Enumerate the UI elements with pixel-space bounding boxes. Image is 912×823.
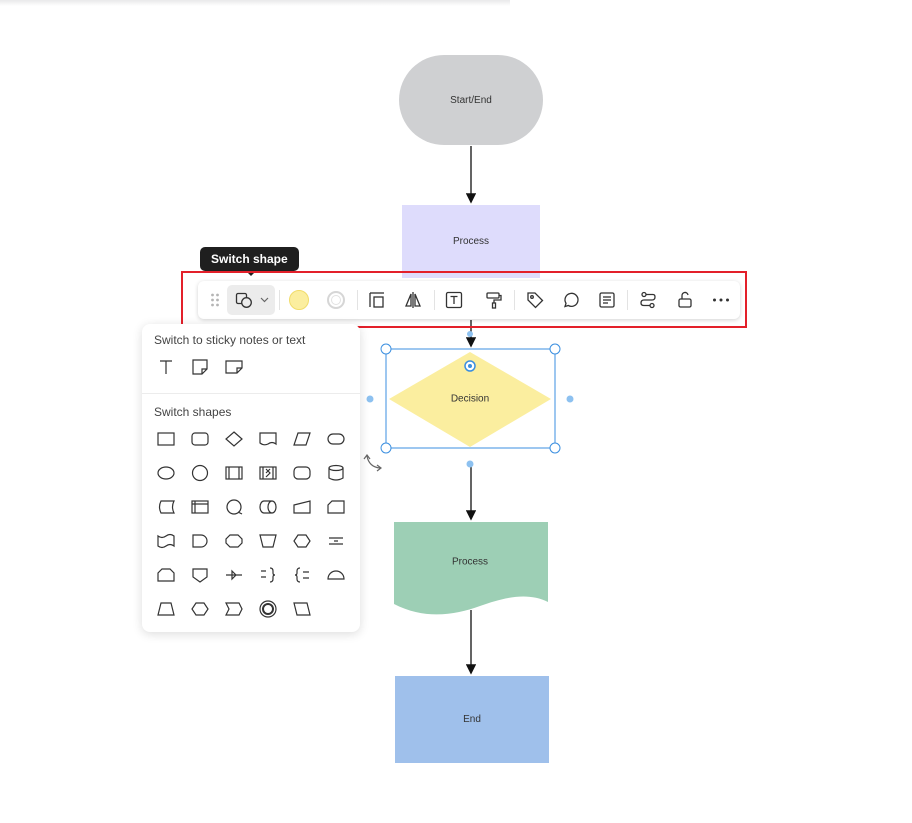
trapezoid-icon[interactable] <box>154 597 178 621</box>
terminator-icon[interactable] <box>324 427 348 451</box>
toolbar-separator <box>514 290 515 310</box>
switch-shape-tooltip: Switch shape <box>200 247 299 271</box>
rounded-rectangle-icon[interactable] <box>188 427 212 451</box>
more-icon[interactable] <box>707 286 735 314</box>
decision-label: Decision <box>450 393 490 405</box>
brace-right-icon[interactable] <box>256 563 280 587</box>
manual-operation-icon[interactable] <box>256 529 280 553</box>
rounded-square-icon[interactable] <box>290 461 314 485</box>
process-shape[interactable]: Process <box>402 205 540 278</box>
double-circle-icon[interactable] <box>256 597 280 621</box>
process2-shape <box>394 522 548 615</box>
rounded-rect-small-icon[interactable] <box>222 529 246 553</box>
chevron-down-icon <box>259 295 269 305</box>
format-painter-icon[interactable] <box>480 286 508 314</box>
brace-left-icon[interactable] <box>290 563 314 587</box>
sticky-section-title: Switch to sticky notes or text <box>154 333 306 347</box>
circle-icon[interactable] <box>188 461 212 485</box>
parallelogram-icon[interactable] <box>290 427 314 451</box>
top-bar-shadow <box>0 0 510 6</box>
tooltip-arrow <box>245 270 257 276</box>
slanted-rect-icon[interactable] <box>290 597 314 621</box>
manual-input-icon[interactable] <box>290 495 314 519</box>
toolbar-separator <box>357 290 358 310</box>
switch-shape-panel: Switch to sticky notes or text Switch sh… <box>142 324 360 632</box>
switch-shape-button[interactable] <box>227 285 275 315</box>
selection-box <box>385 348 556 449</box>
unlock-icon[interactable] <box>671 286 699 314</box>
comment-icon[interactable] <box>557 286 585 314</box>
ellipse-icon[interactable] <box>154 461 178 485</box>
end-shape[interactable]: End <box>395 676 549 763</box>
direct-data-icon[interactable] <box>256 495 280 519</box>
fill-color-swatch <box>289 290 309 310</box>
internal-storage-icon[interactable] <box>188 495 212 519</box>
drag-handle-icon[interactable] <box>201 286 229 314</box>
half-circle-icon[interactable] <box>324 563 348 587</box>
loop-limit-icon[interactable] <box>154 563 178 587</box>
chevron-shape-icon[interactable] <box>222 597 246 621</box>
connection-points <box>366 331 574 468</box>
text-icon[interactable] <box>440 286 468 314</box>
database-icon[interactable] <box>324 461 348 485</box>
magnifier-shape-icon[interactable] <box>222 495 246 519</box>
preparation-icon[interactable] <box>188 597 212 621</box>
hexagon-icon[interactable] <box>290 529 314 553</box>
parallel-mode-icon[interactable] <box>324 529 348 553</box>
tag-icon[interactable] <box>521 286 549 314</box>
selection-handles <box>380 343 561 454</box>
predefined-process-icon[interactable] <box>222 461 246 485</box>
process2-label: Process <box>451 556 489 568</box>
shapes-section-title: Switch shapes <box>154 405 232 419</box>
rotate-cursor-icon <box>363 454 382 472</box>
double-bar-icon[interactable] <box>256 461 280 485</box>
flip-icon[interactable] <box>399 286 427 314</box>
connector-style-icon[interactable] <box>634 286 662 314</box>
border-color-swatch <box>327 291 345 309</box>
switch-shape-icon <box>235 291 253 309</box>
diamond-icon[interactable] <box>222 427 246 451</box>
collate-icon[interactable] <box>222 563 246 587</box>
process-label: Process <box>452 236 490 247</box>
toolbar-separator <box>434 290 435 310</box>
rotate-handle <box>464 360 476 372</box>
tape-icon[interactable] <box>154 529 178 553</box>
fill-color-button[interactable] <box>285 286 313 314</box>
toolbar-highlight-frame <box>181 271 747 328</box>
end-label: End <box>463 714 481 725</box>
border-color-button[interactable] <box>322 286 350 314</box>
toolbar-separator <box>627 290 628 310</box>
off-page-icon[interactable] <box>188 563 212 587</box>
document-icon[interactable] <box>256 427 280 451</box>
start-end-label: Start/End <box>450 94 492 106</box>
panel-divider <box>142 393 360 394</box>
start-end-shape[interactable]: Start/End <box>399 55 543 145</box>
stored-data-icon[interactable] <box>154 495 178 519</box>
rectangle-icon[interactable] <box>154 427 178 451</box>
text-icon[interactable] <box>154 355 178 379</box>
shape-toolbar <box>198 281 740 319</box>
note-icon[interactable] <box>593 286 621 314</box>
delay-icon[interactable] <box>188 529 212 553</box>
sticky-note-wide-icon[interactable] <box>222 355 246 379</box>
sticky-note-icon[interactable] <box>188 355 212 379</box>
decision-shape <box>389 352 551 447</box>
align-icon[interactable] <box>363 286 391 314</box>
toolbar-separator <box>279 290 280 310</box>
card-icon[interactable] <box>324 495 348 519</box>
